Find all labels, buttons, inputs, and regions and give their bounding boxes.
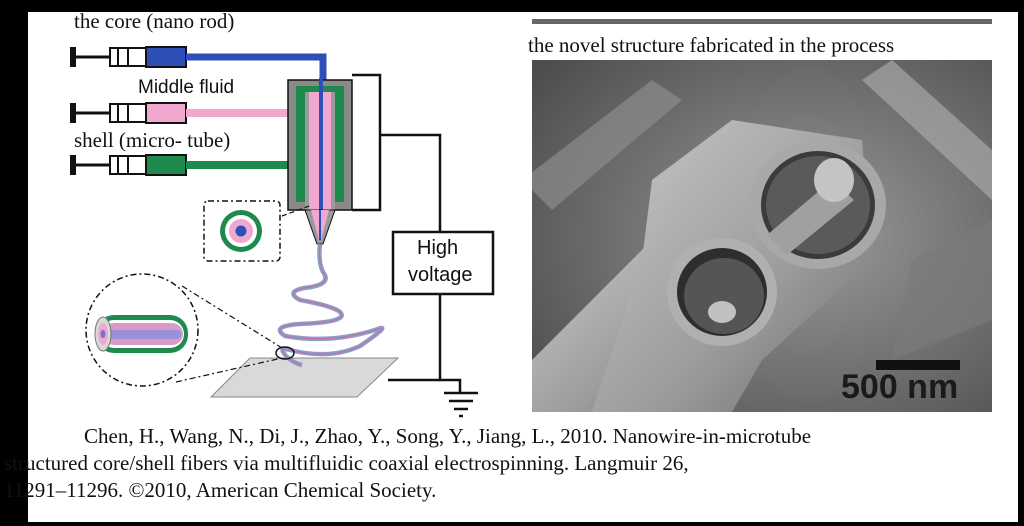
core-feed-tube: [186, 53, 327, 80]
figure-caption: Chen, H., Wang, N., Di, J., Zhao, Y., So…: [4, 423, 1022, 504]
middle-fluid-label: Middle fluid: [138, 77, 235, 98]
scale-bar: [876, 360, 960, 370]
shell-label: shell (micro- tube): [74, 128, 231, 152]
caption-line-1: Chen, H., Wang, N., Di, J., Zhao, Y., So…: [84, 424, 812, 448]
sem-title: the novel structure fabricated in the pr…: [528, 33, 895, 57]
syringe-shell: [70, 154, 187, 176]
fiber-magnified-inset: [85, 273, 283, 387]
syringe-core: [70, 46, 187, 68]
core-label: the core (nano rod): [74, 9, 235, 33]
coaxial-spinneret: [287, 78, 353, 245]
high-voltage-label-2: voltage: [408, 264, 473, 286]
high-voltage-label-1: High: [417, 237, 459, 259]
sem-micrograph: [532, 60, 992, 412]
high-voltage-box: [391, 230, 495, 296]
ground-icon: [444, 391, 478, 418]
syringe-middle: [70, 102, 187, 124]
collector-plate: [209, 357, 400, 398]
caption-line-2: structured core/shell fibers via multifl…: [4, 451, 689, 475]
scale-label: 500 nm: [841, 368, 959, 406]
top-rule: [532, 19, 992, 24]
caption-line-3: 11291–11296. ©2010, American Chemical So…: [4, 478, 437, 502]
middle-feed-tube: [186, 109, 290, 117]
electrospun-jet: [277, 243, 385, 368]
hv-wiring: [352, 73, 462, 392]
shell-feed-tube: [186, 161, 290, 169]
